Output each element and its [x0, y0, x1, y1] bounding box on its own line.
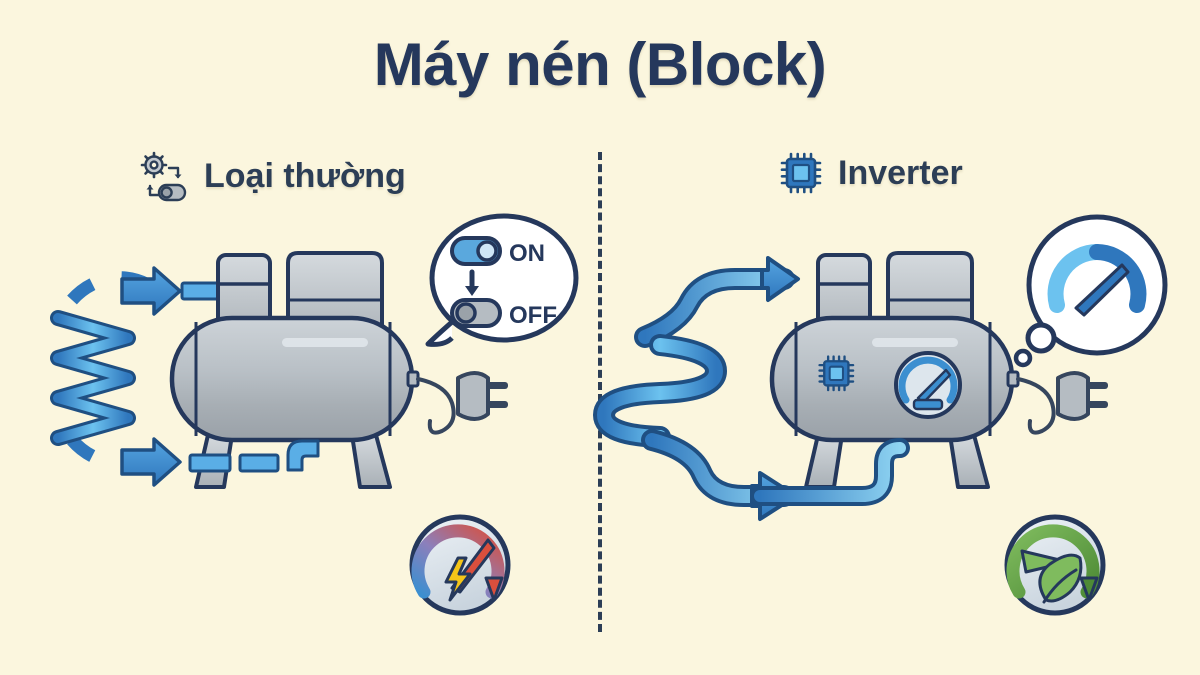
inlet-arrow-standard [120, 266, 182, 316]
eco-efficiency-badge [1004, 514, 1106, 616]
compressor-inverter [769, 251, 1020, 489]
section-divider [598, 152, 602, 632]
section-label-standard: Loại thường [204, 156, 406, 195]
section-label-inverter: Inverter [838, 153, 963, 192]
tank-microchip-icon [818, 355, 855, 392]
gear-toggle-cycle-icon [140, 151, 187, 202]
section-header-inverter: Inverter [778, 150, 963, 196]
page-title: Máy nén (Block) [373, 31, 827, 98]
outlet-pipe-segments-standard [188, 439, 320, 473]
onoff-speech-bubble: ON OFF [425, 213, 579, 347]
microchip-icon [780, 152, 822, 194]
inlet-pipe-segments-standard [180, 281, 220, 301]
compressor-standard [169, 251, 420, 489]
power-plug-standard [416, 371, 508, 435]
power-plug-inverter [1016, 371, 1108, 435]
high-energy-badge [409, 514, 511, 616]
section-header-standard: Loại thường [138, 150, 406, 202]
toggle-off-label: OFF [509, 302, 557, 329]
outlet-pipe-continuous-inverter [750, 438, 910, 506]
speed-thought-bubble [1013, 214, 1168, 368]
tank-gauge-icon [894, 351, 962, 419]
intermittent-flow-loop [67, 271, 154, 470]
refrigerant-coil-inverter [592, 268, 795, 507]
outlet-arrow-standard [120, 437, 182, 487]
toggle-on-label: ON [509, 240, 545, 267]
inlet-arrow-inverter [760, 256, 800, 302]
outlet-arrow-inverter [750, 471, 798, 521]
refrigerant-coil-standard [50, 310, 136, 446]
